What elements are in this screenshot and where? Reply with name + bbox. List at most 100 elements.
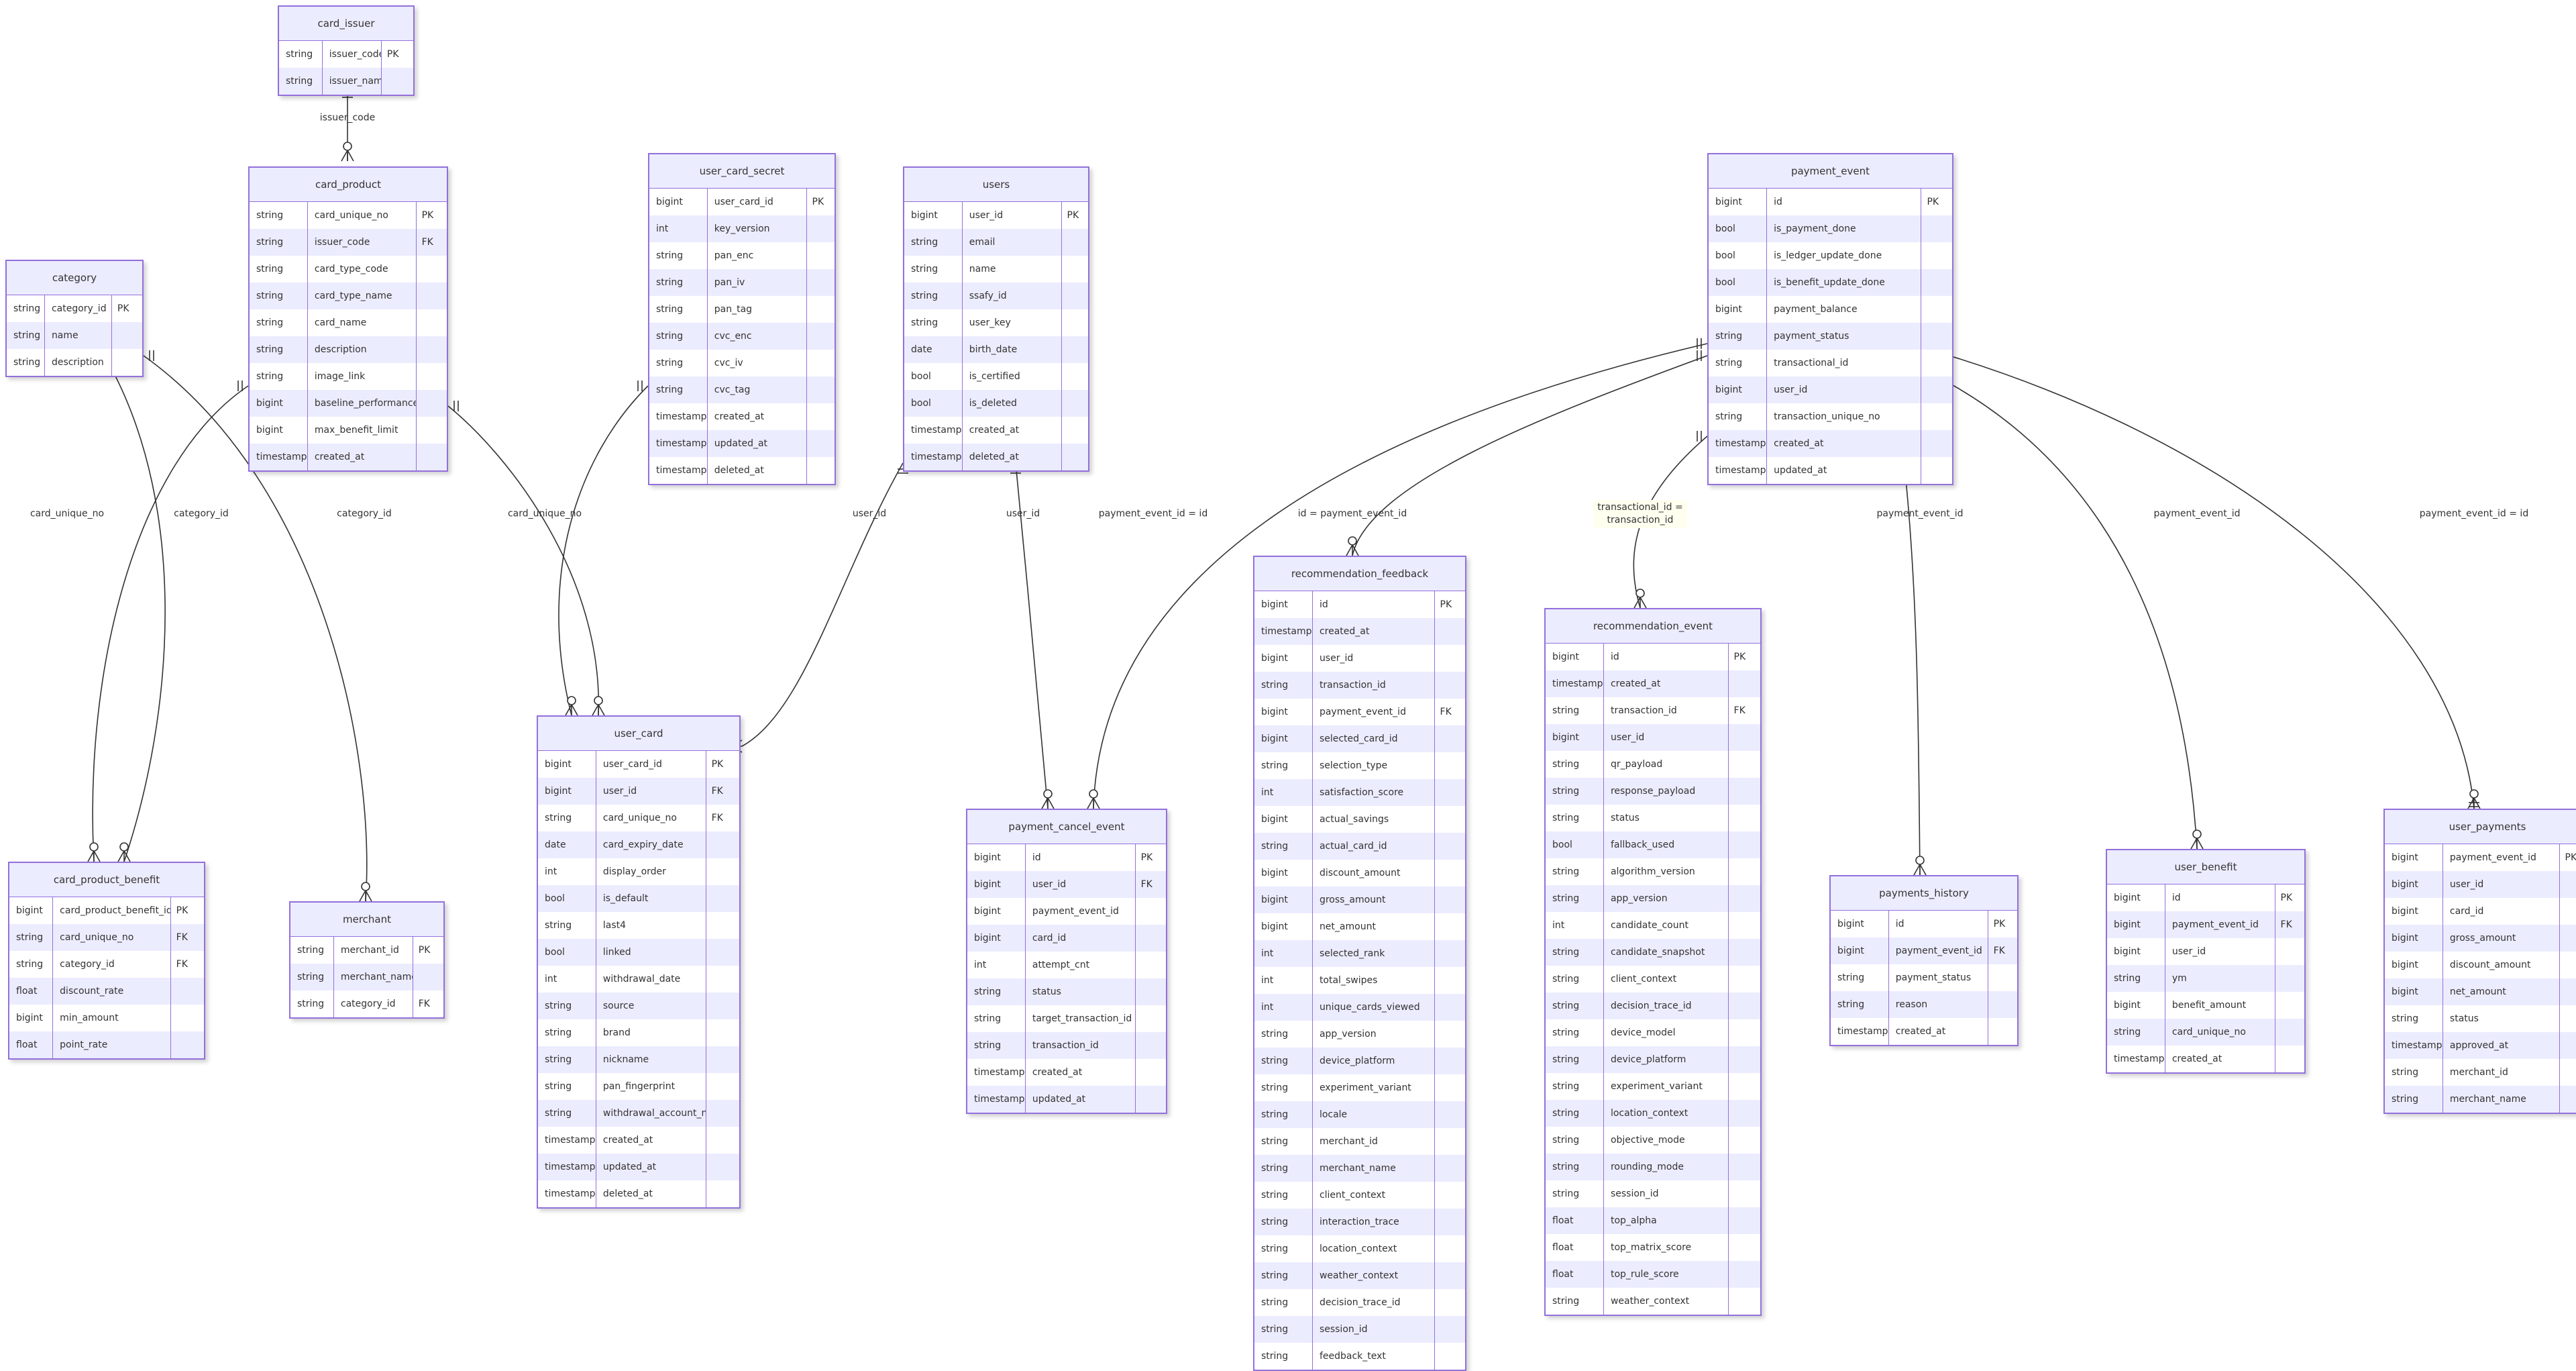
attribute-name: candidate_count (1604, 912, 1729, 939)
attribute-name: point_rate (53, 1031, 171, 1058)
attribute-name: merchant_name (2443, 1086, 2560, 1113)
attribute-key (382, 68, 413, 95)
attribute-name: discount_amount (2443, 952, 2560, 978)
attribute-key (1729, 1207, 1760, 1234)
relationship-label: category_id (174, 508, 229, 519)
attribute-name: created_at (1604, 670, 1729, 697)
attribute-name: card_id (2443, 898, 2560, 925)
attribute-name: id (2165, 884, 2275, 911)
attribute-type: string (7, 322, 45, 349)
attribute-type: bigint (1546, 644, 1604, 670)
attribute-key (1136, 1005, 1166, 1032)
attribute-key (1921, 215, 1952, 242)
attribute-key (1435, 967, 1465, 994)
attribute-key (1435, 860, 1465, 886)
attribute-type: bigint (2385, 844, 2443, 871)
attribute-key (1136, 1059, 1166, 1086)
attribute-key (1729, 1288, 1760, 1315)
attribute-name: is_payment_done (1767, 215, 1922, 242)
attribute-key (1435, 994, 1465, 1021)
attribute-type: bigint (2107, 992, 2165, 1019)
entity-title: recommendation_event (1546, 609, 1760, 644)
attribute-key (1729, 1261, 1760, 1288)
entity-title: card_product_benefit (9, 863, 204, 897)
attribute-name: email (963, 229, 1062, 256)
attribute-type: string (1709, 403, 1768, 430)
relationship-label: id = payment_event_id (1297, 508, 1407, 519)
attribute-type: string (290, 991, 334, 1017)
attribute-type: bigint (1254, 860, 1313, 886)
attribute-key (807, 323, 835, 350)
attribute-name: min_amount (53, 1005, 171, 1031)
attribute-key (1729, 1180, 1760, 1207)
attribute-key (807, 403, 835, 430)
attribute-type: bigint (9, 1005, 54, 1031)
attribute-name: card_id (1026, 925, 1136, 952)
attribute-type: int (538, 858, 596, 885)
attribute-type: bigint (2107, 938, 2165, 965)
attribute-name: experiment_variant (1313, 1074, 1435, 1101)
attribute-key (706, 1046, 739, 1073)
attribute-key (1729, 1073, 1760, 1100)
attribute-name: merchant_id (334, 937, 413, 964)
entity-title: users (904, 168, 1088, 202)
attribute-type: string (1254, 1316, 1313, 1343)
attribute-name: issuer_code (323, 41, 382, 68)
cardinality-many-marker (1041, 789, 1055, 809)
attribute-key (1435, 618, 1465, 645)
attribute-name: payment_event_id (2443, 844, 2560, 871)
cardinality-many-marker (341, 142, 354, 162)
attribute-key (1062, 363, 1088, 390)
cardinality-one-marker (453, 401, 459, 411)
attribute-type: bigint (250, 390, 308, 417)
attribute-name: unique_cards_viewed (1313, 994, 1435, 1021)
attribute-key (1729, 805, 1760, 831)
attribute-key (1729, 993, 1760, 1019)
cardinality-many-marker (1633, 589, 1647, 609)
attribute-key (706, 912, 739, 939)
attribute-key: PK (1733, 652, 1746, 662)
cardinality-many-marker (359, 882, 372, 902)
attribute-name: status (1604, 805, 1729, 831)
attribute-type: string (904, 309, 963, 336)
attribute-name: card_expiry_date (596, 831, 706, 858)
attribute-type: string (2385, 1059, 2443, 1086)
attribute-key: PK (1140, 852, 1153, 863)
attribute-name: status (2443, 1005, 2560, 1032)
attribute-name: description (308, 336, 417, 363)
attribute-key (807, 376, 835, 403)
attribute-type: bigint (250, 417, 308, 444)
attribute-type: int (1254, 967, 1313, 994)
attribute-key (1729, 670, 1760, 697)
attribute-type: timestamp (538, 1154, 596, 1180)
attribute-key (1435, 645, 1465, 672)
